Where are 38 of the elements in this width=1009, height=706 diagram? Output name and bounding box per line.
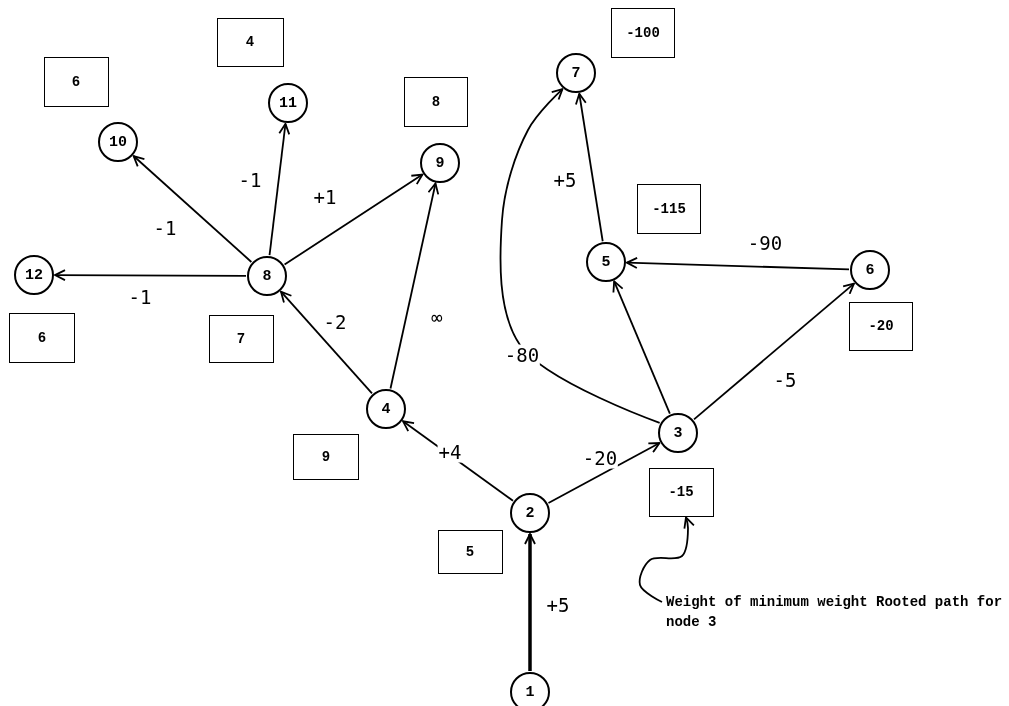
arrow: [268, 122, 291, 257]
weight-box: 5: [437, 530, 503, 574]
weight-box: -15: [648, 467, 714, 517]
weight-box: 4: [216, 17, 284, 67]
graph-node-circle: 7: [556, 53, 596, 93]
weight-box: -115: [637, 184, 701, 234]
weight-box: -100: [611, 8, 675, 58]
weight-box: -20: [849, 301, 913, 351]
arrow: [499, 88, 661, 424]
weight-box: 7: [208, 315, 274, 363]
graph-node-circle: 2: [510, 493, 550, 533]
arrow: [389, 182, 440, 390]
arrow: [575, 92, 604, 243]
weight-box: 6: [9, 313, 75, 363]
leader-line: [638, 516, 695, 603]
arrow: [693, 282, 855, 421]
arrow: [626, 257, 850, 271]
annotation-text: Weight of minimum weight Rooted path for node 3: [666, 588, 1006, 636]
weight-box: 9: [293, 434, 359, 480]
graph-node-circle: 3: [658, 413, 698, 453]
weight-box: 8: [404, 77, 468, 127]
graph-node-circle: 12: [14, 255, 54, 295]
arrow: [524, 533, 536, 671]
arrow: [612, 280, 671, 415]
graph-node-circle: 10: [98, 122, 138, 162]
graph-node-circle: 1: [510, 672, 550, 706]
graph-node-circle: 9: [420, 143, 460, 183]
arrow: [547, 442, 661, 504]
arrow: [54, 269, 247, 282]
graph-node-circle: 6: [850, 250, 890, 290]
arrow: [283, 173, 424, 266]
arrow: [132, 155, 253, 263]
weight-box: 6: [43, 57, 109, 107]
graph-node-circle: 8: [247, 256, 287, 296]
graph-node-circle: 5: [586, 242, 626, 282]
arrow: [280, 290, 373, 395]
graph-node-circle: 11: [268, 83, 308, 123]
graph-node-circle: 4: [366, 389, 406, 429]
